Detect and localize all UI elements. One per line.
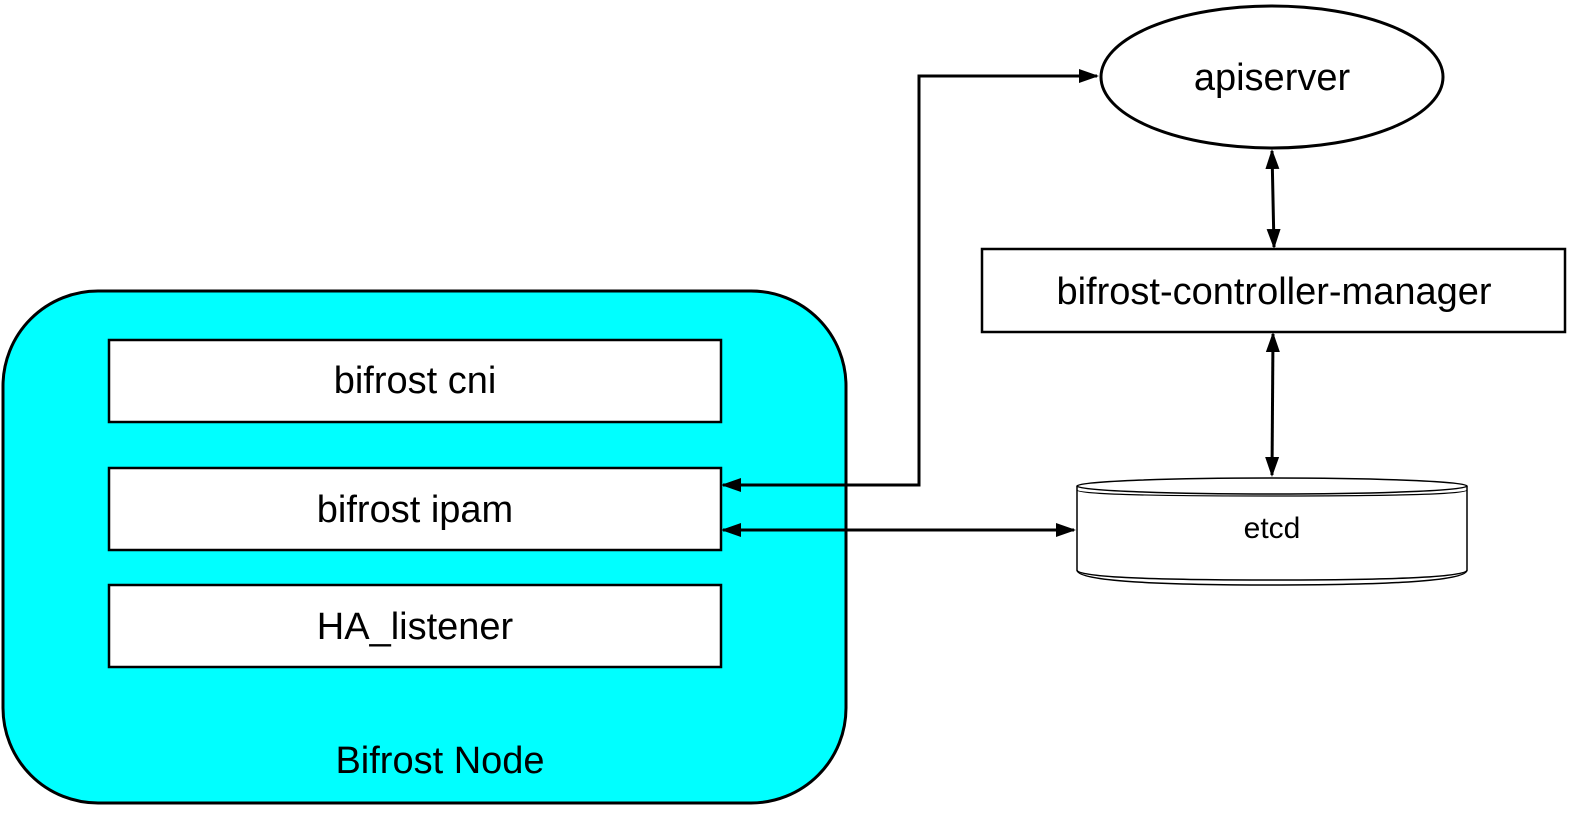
component-ha-listener: HA_listener bbox=[107, 583, 723, 669]
component-bifrost-ipam: bifrost ipam bbox=[107, 466, 723, 552]
component-label: HA_listener bbox=[317, 606, 514, 648]
connector-apiserver-controller bbox=[1265, 149, 1281, 249]
component-box bbox=[107, 583, 723, 669]
component-bifrost-cni: bifrost cni bbox=[107, 338, 723, 424]
component-box bbox=[107, 466, 723, 552]
apiserver-node: apiserver bbox=[1099, 4, 1445, 150]
etcd-label: etcd bbox=[1244, 512, 1301, 545]
apiserver-label: apiserver bbox=[1194, 57, 1351, 99]
etcd-cylinder-body bbox=[1076, 486, 1468, 581]
connector-ipam-apiserver bbox=[721, 69, 1099, 492]
apiserver-shape bbox=[1099, 4, 1445, 150]
etcd-cylinder-bottom-line bbox=[1076, 569, 1468, 586]
component-label: bifrost cni bbox=[334, 360, 497, 402]
component-box bbox=[107, 338, 723, 424]
controller-manager-node: bifrost-controller-manager bbox=[980, 247, 1567, 334]
etcd-cylinder-top bbox=[1076, 477, 1468, 495]
bifrost-node-label: Bifrost Node bbox=[335, 740, 544, 782]
etcd-node: etcd bbox=[1076, 477, 1468, 586]
controller-manager-label: bifrost-controller-manager bbox=[1056, 271, 1491, 313]
connector-controller-etcd bbox=[1265, 332, 1280, 477]
etcd-cylinder-top-inner bbox=[1076, 489, 1468, 497]
component-label: bifrost ipam bbox=[317, 489, 513, 531]
